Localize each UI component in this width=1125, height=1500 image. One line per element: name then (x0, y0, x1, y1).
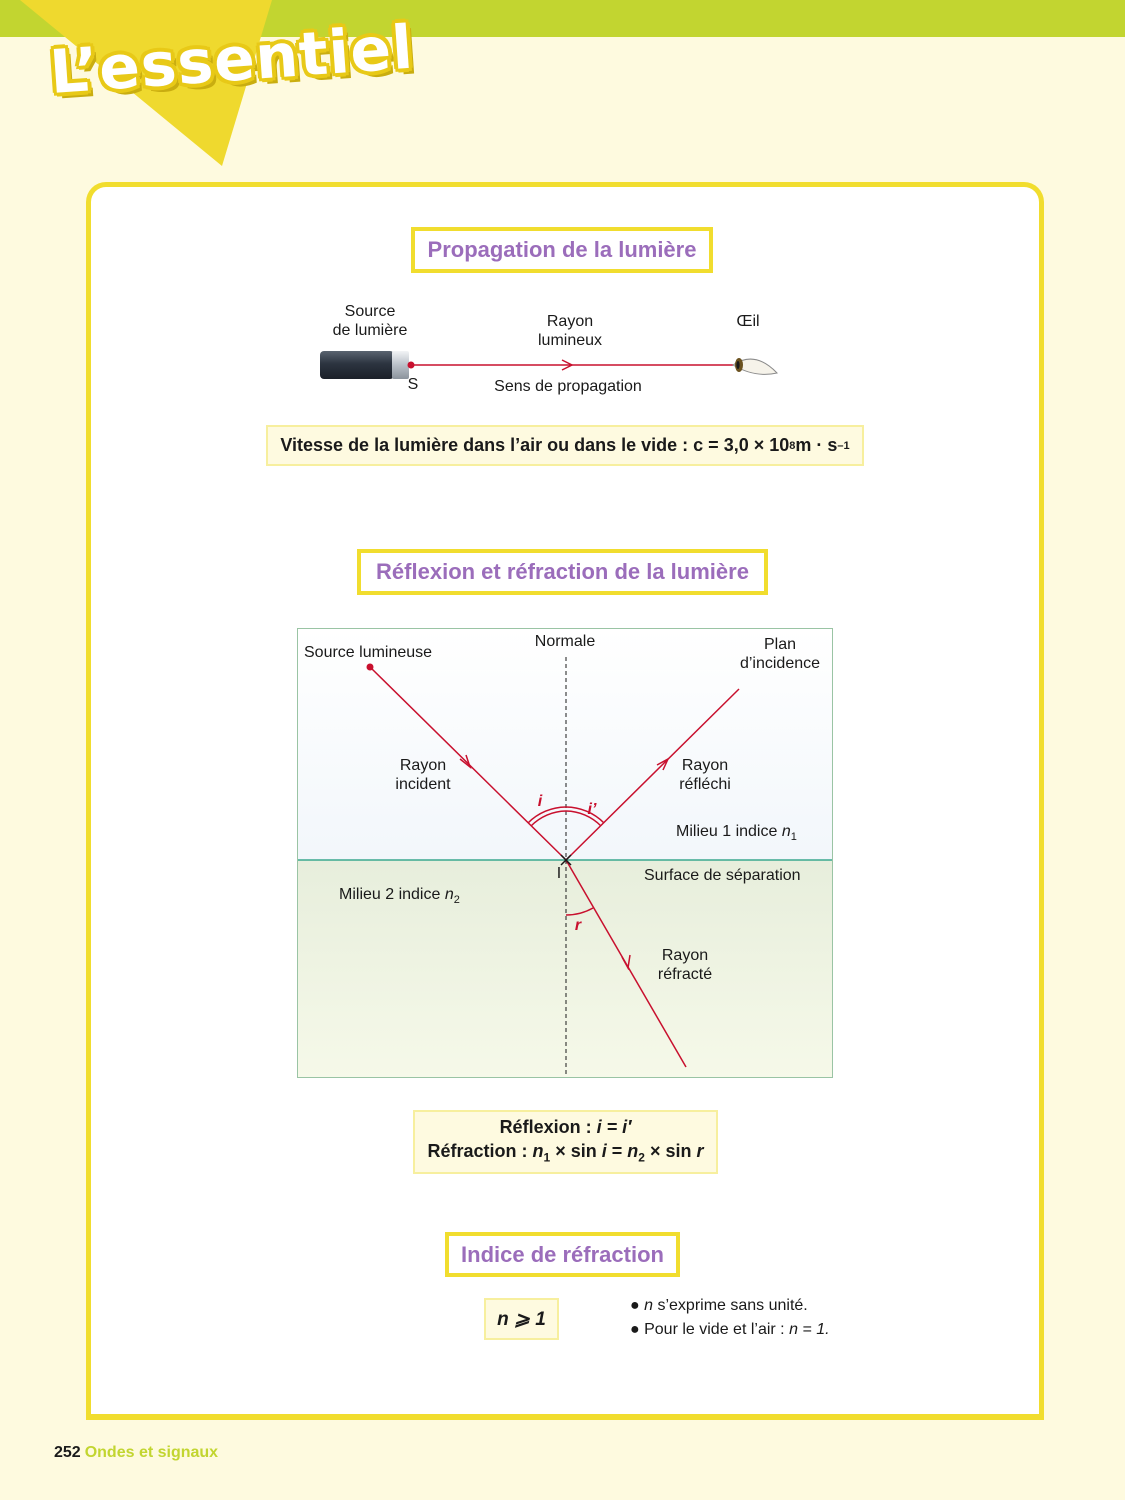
section-title-refractive-index: Indice de réfraction (445, 1232, 680, 1277)
refraction-law: Réfraction : n1 × sin i = n2 × sin r (427, 1140, 704, 1165)
laws-formula-box: Réflexion : i = i′ Réfraction : n1 × sin… (413, 1110, 718, 1174)
speed-unit: m · s (795, 435, 838, 455)
reflection-law: Réflexion : i = i′ (499, 1116, 632, 1137)
footer-section: Ondes et signaux (84, 1444, 219, 1461)
page-number: 252 (54, 1444, 81, 1461)
medium-2-area (298, 860, 832, 1077)
source-point (366, 663, 374, 671)
propagation-diagram (320, 351, 778, 379)
medium-2-label: Milieu 2 indice n2 (339, 886, 460, 907)
speed-exponent: 8 (789, 439, 796, 452)
angle-i-prime-label: i’ (587, 801, 597, 818)
refracted-arrow (621, 954, 631, 971)
medium-1-label: Milieu 1 indice n1 (676, 823, 797, 844)
eye-icon (732, 358, 778, 375)
index-inequality-box: n ⩾ 1 (484, 1298, 559, 1340)
surface-label: Surface de séparation (644, 867, 801, 884)
angle-i-label: i (537, 793, 543, 810)
note-vacuum-air: ● Pour le vide et l’air : n = 1. (630, 1321, 830, 1338)
reflected-arrow (656, 757, 670, 771)
speed-formula: Vitesse de la lumière dans l’air ou dans… (280, 435, 790, 455)
normal-label: Normale (534, 633, 596, 650)
angle-r-arc (565, 907, 594, 916)
point-s-label: S (407, 376, 419, 393)
angle-i-prime-arc (565, 806, 605, 824)
incident-arrow (459, 754, 472, 770)
incident-ray (369, 666, 567, 861)
section-title-propagation: Propagation de la lumière (411, 227, 713, 273)
direction-label: Sens de propagation (494, 378, 642, 395)
speed-formula-box: Vitesse de la lumière dans l’air ou dans… (266, 425, 864, 466)
eye-label: Œil (736, 313, 760, 330)
section-title-reflection-refraction: Réflexion et réfraction de la lumière (357, 549, 768, 595)
note-unitless: ● n s’exprime sans unité. (630, 1297, 808, 1314)
banner-triangle (20, 0, 272, 166)
point-i-label: I (556, 865, 562, 882)
speed-unit-exponent: –1 (837, 439, 850, 452)
reflected-ray (565, 688, 740, 861)
source-lumineuse-label: Source lumineuse (304, 644, 433, 661)
refraction-diagram (297, 628, 833, 1078)
point-i-marker (560, 854, 572, 866)
angle-r-label: r (574, 917, 582, 934)
index-notes: ● n s’exprime sans unité. ● Pour le vide… (630, 1294, 830, 1342)
index-inequality: n ⩾ 1 (497, 1308, 546, 1330)
ray-drawing (298, 657, 832, 1074)
flashlight-icon (320, 351, 409, 379)
angle-i-arc (527, 806, 567, 824)
